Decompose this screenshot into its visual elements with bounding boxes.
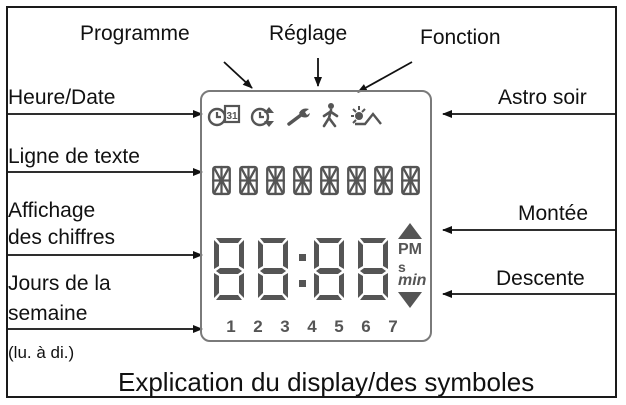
weekday-number: 6 <box>361 317 371 336</box>
label-jours-3: (lu. à di.) <box>8 343 75 362</box>
text-segment-char <box>266 165 285 196</box>
seven-segment-digit <box>314 238 344 300</box>
seven-segment-digit <box>258 238 288 300</box>
label-jours-2: semaine <box>8 302 88 325</box>
weekday-number: 2 <box>253 317 263 336</box>
seven-segment-digit <box>214 238 244 300</box>
label-jours-1: Jours de la <box>8 272 111 295</box>
caption: Explication du display/des symboles <box>118 367 535 397</box>
walking-person-icon <box>322 103 339 128</box>
label-reglage: Réglage <box>269 22 348 45</box>
down-arrow-icon <box>398 292 422 308</box>
weekday-number: 5 <box>334 317 344 336</box>
label-heure-date: Heure/Date <box>8 86 116 109</box>
label-affichage-1: Affichage <box>8 199 96 222</box>
text-segment-char <box>401 165 420 196</box>
weekday-number: 3 <box>280 317 290 336</box>
label-astro-soir: Astro soir <box>498 86 587 109</box>
seven-segment-digit <box>358 238 388 300</box>
program-clock-icon <box>250 107 274 127</box>
text-segment-char <box>293 165 312 196</box>
arrow-fonction <box>357 61 413 93</box>
label-fonction: Fonction <box>420 26 501 49</box>
text-segment-char <box>239 165 258 196</box>
diagram-frame <box>6 6 617 398</box>
text-segment-char <box>374 165 393 196</box>
text-segment-char <box>212 165 231 196</box>
seconds-indicator: s <box>398 259 406 275</box>
sun-icon <box>351 106 382 126</box>
minutes-indicator: min <box>398 272 427 289</box>
up-arrow-icon <box>398 223 422 239</box>
moon-icon <box>392 107 402 125</box>
time-colon <box>299 254 306 287</box>
wrench-icon <box>287 108 310 126</box>
text-segment-char <box>347 165 366 196</box>
label-ligne-texte: Ligne de texte <box>8 145 140 168</box>
weekday-number: 4 <box>307 317 317 336</box>
weekday-number: 1 <box>226 317 236 336</box>
svg-text:31: 31 <box>226 111 238 122</box>
text-segment-char <box>320 165 339 196</box>
weekday-number: 7 <box>388 317 398 336</box>
clock-calendar-icon: 31 <box>207 104 241 127</box>
label-affichage-2: des chiffres <box>8 226 115 249</box>
label-programme: Programme <box>80 22 190 45</box>
label-montee: Montée <box>518 202 589 225</box>
label-descente: Descente <box>496 267 585 290</box>
pm-indicator: PM <box>398 241 422 258</box>
arrow-programme <box>223 61 253 89</box>
